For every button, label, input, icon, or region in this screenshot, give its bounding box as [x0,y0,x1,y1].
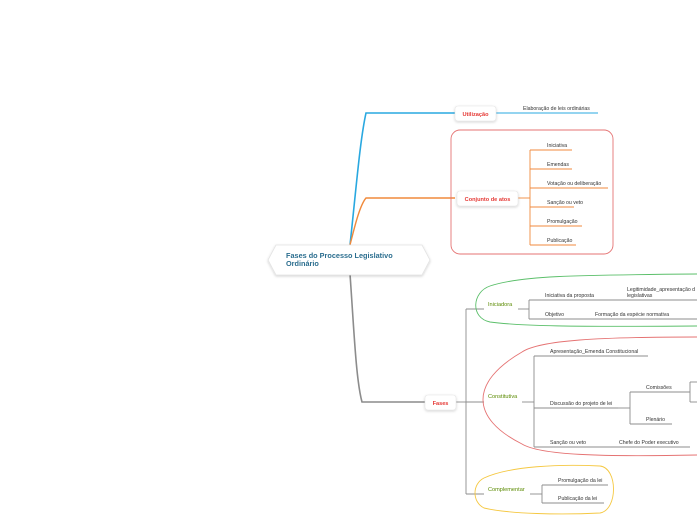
conjunto-item-iniciativa[interactable]: Iniciativa [547,143,567,149]
legitimidade-text-line2: legislativas [627,293,653,299]
branch-utilizacao-line [349,112,455,246]
conjunto-item-votacao[interactable]: Votação ou deliberação [547,181,601,187]
legitimidade-text-line1[interactable]: Legitimidade_apresentação d [627,287,695,293]
central-title-line2: Ordinário [286,259,319,268]
branch-conjunto-line [349,197,455,246]
publicacao-lei-text[interactable]: Publicação da lei [558,496,597,502]
constitutiva-boundary [482,336,697,457]
fases-label: Fases [433,401,449,407]
complementar-label[interactable]: Complementar [488,487,525,493]
conjunto-item-publicacao[interactable]: Publicação [547,238,572,244]
central-node[interactable] [267,244,431,276]
utilizacao-label: Utilização [462,112,489,118]
chefe-executivo-text[interactable]: Chefe do Poder executivo [619,440,679,446]
conjunto-node[interactable] [456,190,519,207]
central-title-line1: Fases do Processo Legislativo [286,251,393,260]
fases-node[interactable] [424,394,457,411]
plenario-text[interactable]: Plenário [646,417,665,423]
iniciativa-proposta-text[interactable]: Iniciativa da proposta [545,293,594,299]
conjunto-item-promulgacao[interactable]: Promulgação [547,219,578,225]
promulgacao-lei-text[interactable]: Promulgação da lei [558,478,602,484]
complementar-boundary [474,464,614,515]
utilizacao-child-text[interactable]: Elaboração de leis ordinárias [523,106,590,112]
sancao-veto-text[interactable]: Sanção ou veto [550,440,586,446]
utilizacao-node[interactable] [454,105,497,122]
branch-fases-line [349,273,426,403]
comissoes-text[interactable]: Comissões [646,385,672,391]
constitutiva-label[interactable]: Constitutiva [488,394,518,400]
formacao-text[interactable]: Formação da espécie normativa [595,312,669,318]
conjunto-label: Conjunto de atos [465,197,511,203]
conjunto-item-sancao[interactable]: Sanção ou veto [547,200,583,206]
discussao-text[interactable]: Discussão do projeto de lei [550,401,612,407]
conjunto-item-emendas[interactable]: Emendas [547,162,569,168]
iniciadora-label[interactable]: Iniciadora [488,302,513,308]
apresentacao-text[interactable]: Apresentação_Emenda Constitucional [550,349,638,355]
objetivo-text[interactable]: Objetivo [545,312,564,318]
conjunto-boundary [450,129,614,255]
conjunto-connectors [518,149,608,246]
iniciadora-boundary [475,273,697,327]
fases-connectors [456,299,697,504]
